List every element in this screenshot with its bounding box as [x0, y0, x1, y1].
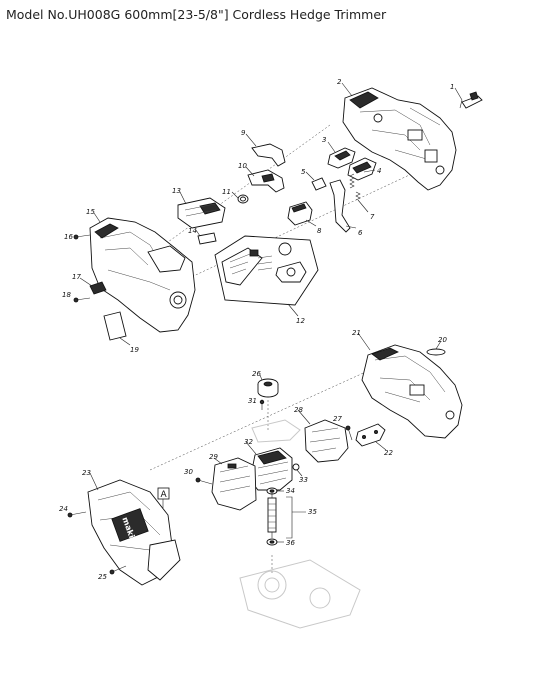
callout-19: 19	[130, 346, 139, 354]
callout-13: 13	[172, 187, 181, 195]
part-26-bearing	[257, 378, 279, 398]
part-19-sticker	[103, 311, 127, 341]
callout-31: 31	[248, 397, 257, 405]
part-13-controller	[177, 197, 226, 229]
section-marker-label: A	[161, 490, 168, 500]
callout-10: 10	[238, 162, 247, 170]
callout-4: 4	[377, 167, 381, 175]
part-32-stator	[249, 447, 293, 491]
callout-17: 17	[72, 273, 81, 281]
callout-14: 14	[188, 227, 197, 235]
ghost-gear-base	[239, 559, 361, 629]
part-16-screw	[73, 234, 91, 240]
part-12-label-set	[214, 235, 319, 306]
callout-28: 28	[294, 406, 303, 414]
callout-16: 16	[64, 233, 73, 241]
callout-32: 32	[244, 438, 253, 446]
part-1-pin	[459, 91, 483, 109]
callout-6: 6	[358, 229, 363, 237]
part-34-bearing	[266, 487, 278, 495]
callout-30: 30	[184, 468, 193, 476]
part-24-screw	[67, 511, 87, 518]
part-36-bearing	[266, 538, 278, 546]
housing-right-half	[342, 87, 457, 191]
ghost-plate	[251, 419, 301, 443]
part-3-switch-cap	[327, 147, 356, 169]
callout-3: 3	[322, 136, 326, 144]
part-17-button	[89, 281, 107, 295]
part-11-ring	[237, 194, 249, 204]
callout-1: 1	[450, 83, 454, 91]
callout-29: 29	[209, 453, 218, 461]
part-9-trigger	[251, 143, 286, 167]
part-6-lock-arm	[329, 179, 351, 233]
leader-lines	[79, 82, 463, 543]
part-10-trigger-plate	[247, 169, 285, 193]
callout-24: 24	[59, 505, 68, 513]
part-4-switch	[347, 157, 377, 181]
callout-18: 18	[62, 291, 71, 299]
callout-33: 33	[299, 476, 308, 484]
callout-8: 8	[317, 227, 322, 235]
part-23-cover: makita	[87, 479, 181, 586]
part-28-motor-bracket	[304, 419, 349, 463]
callout-7: 7	[370, 213, 375, 221]
part-18-screw	[73, 297, 91, 303]
callout-5: 5	[301, 168, 306, 176]
part-29-controller-box	[211, 457, 257, 511]
callout-2: 2	[337, 78, 342, 86]
housing-left-half	[89, 217, 196, 333]
callout-11: 11	[222, 188, 231, 196]
part-5-lever	[311, 177, 327, 191]
callout-25: 25	[98, 573, 107, 581]
callout-23: 23	[82, 469, 91, 477]
part-33-nut	[292, 463, 300, 471]
callout-20: 20	[438, 336, 447, 344]
callout-36: 36	[286, 539, 295, 547]
callout-22: 22	[384, 449, 393, 457]
part-7-spring	[349, 173, 361, 201]
diagram-title: Model No.UH008G 600mm[23-5/8"] Cordless …	[6, 7, 387, 22]
part-25-screw	[109, 565, 127, 575]
part-21-gear-housing	[361, 344, 463, 439]
part-14-pad	[197, 232, 217, 245]
part-35-rotor	[267, 492, 277, 538]
callout-labels: 1 2 3 4 5 6 7 8 9 10 11 12 13 14 15 16 1…	[59, 78, 454, 581]
part-8-lever-block	[287, 201, 313, 226]
part-20-pin	[426, 348, 446, 356]
part-31-screw	[259, 399, 265, 410]
callout-26: 26	[252, 370, 261, 378]
callout-9: 9	[241, 129, 246, 137]
part-22-bracket	[355, 423, 386, 447]
section-marker: A	[157, 487, 170, 508]
callout-15: 15	[86, 208, 95, 216]
callout-35: 35	[308, 508, 317, 516]
callout-12: 12	[296, 317, 305, 325]
part-30-screw	[195, 477, 213, 485]
callout-27: 27	[333, 415, 342, 423]
part-27-screw	[345, 425, 353, 441]
alignment-lines	[149, 124, 421, 575]
callout-21: 21	[352, 329, 361, 337]
callout-34: 34	[286, 487, 295, 495]
